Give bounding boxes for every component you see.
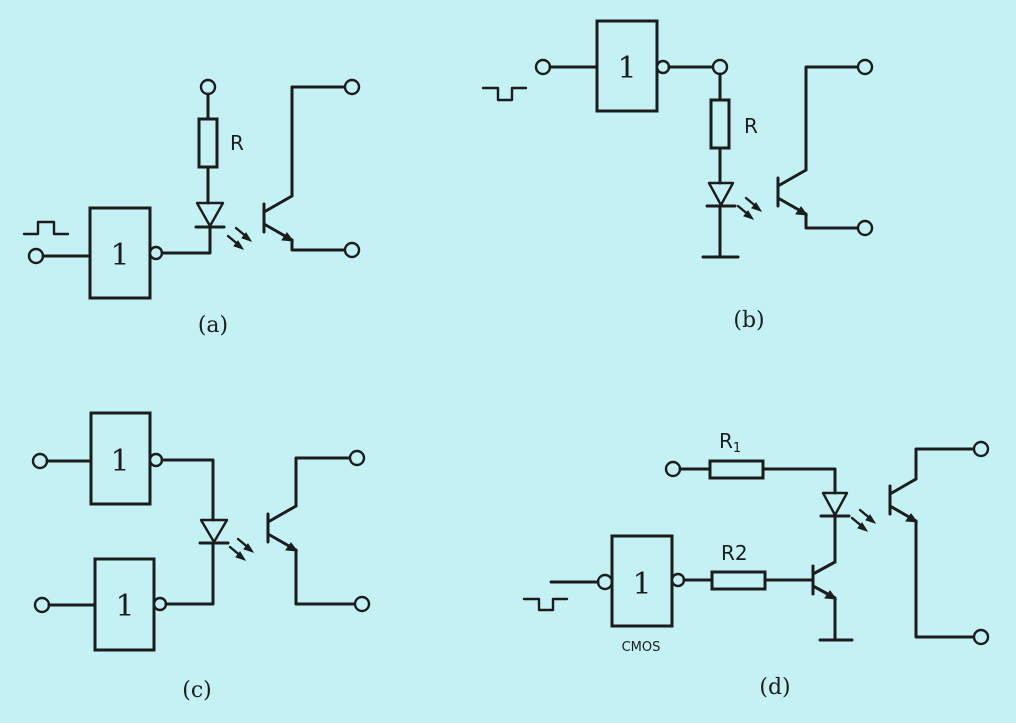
output-terminal-top (972, 440, 990, 458)
supply-terminal (199, 78, 217, 96)
light-arrows (228, 537, 255, 561)
supply-terminal (711, 58, 729, 76)
r1-led-wire (761, 467, 837, 495)
panel-d: R1 1 CMOS R2 (d) (522, 429, 990, 700)
light-arrows (850, 508, 877, 532)
emitter-wire (290, 238, 347, 252)
inverter-bubble (655, 59, 671, 75)
caption: (a) (198, 313, 228, 338)
collector-wire (290, 85, 347, 198)
gate-type-label: CMOS (622, 640, 661, 655)
r2-label: R2 (721, 541, 748, 565)
output-terminal-bottom (343, 241, 361, 259)
input-terminal (596, 573, 614, 591)
caption: (d) (759, 675, 790, 700)
resistor-r2 (710, 570, 767, 591)
output-terminal-top (343, 78, 361, 96)
output-terminal-bottom (972, 628, 990, 646)
caption: (b) (733, 308, 764, 333)
emitter-arrow (285, 542, 299, 552)
resistor-label: R (230, 131, 244, 155)
inverter-bubble (148, 245, 164, 261)
collector-wire (914, 447, 976, 481)
input-terminal-top (31, 452, 49, 470)
r1-label: R1 (719, 429, 741, 456)
input-terminal (27, 247, 45, 265)
panel-b: 1 R (b) (481, 19, 874, 333)
collector-wire (294, 456, 352, 508)
r1-terminal (664, 460, 682, 478)
inverter-bubble-bottom (152, 596, 168, 612)
input-terminal (534, 58, 552, 76)
top-gate-output-wire (160, 458, 215, 522)
led-triangle (707, 181, 735, 207)
input-terminal-bottom (33, 596, 51, 614)
led-triangle (821, 491, 849, 517)
emitter-wire (294, 548, 357, 606)
led-triangle (195, 201, 225, 228)
input-pulse-symbol (522, 597, 569, 612)
output-terminal-bottom (353, 595, 371, 613)
emitter-arrow (281, 232, 295, 242)
panel-c: 1 1 (c) (31, 411, 371, 703)
driver-transistor-collector (811, 560, 837, 576)
output-terminal-bottom (856, 219, 874, 237)
input-pulse-symbol (22, 220, 70, 236)
inverter-bubble-top (148, 452, 164, 468)
light-arrows (226, 226, 253, 250)
emitter-arrow (905, 513, 919, 523)
emitter-arrow (795, 206, 809, 216)
gate-label: 1 (110, 238, 129, 273)
emitter-wire (804, 212, 860, 230)
phototransistor-collector (888, 477, 918, 496)
resistor-r1 (708, 459, 765, 480)
collector-wire (804, 65, 860, 172)
gate-label: 1 (632, 567, 651, 602)
input-pulse-symbol (481, 86, 528, 102)
gate-label-top: 1 (110, 444, 129, 479)
panel-a: 1 R (a) (22, 78, 361, 338)
output-terminal-top (348, 449, 366, 467)
emitter-wire (914, 519, 976, 639)
light-arrows (736, 196, 763, 220)
bottom-gate-output-wire (164, 542, 215, 606)
led-triangle (199, 518, 229, 544)
inverter-bubble (670, 572, 686, 588)
driver-emitter-arrow (824, 590, 838, 600)
gate-label: 1 (617, 51, 636, 86)
caption: (c) (182, 678, 212, 703)
resistor (709, 98, 731, 150)
phototransistor-collector (776, 168, 808, 188)
phototransistor-collector (262, 194, 294, 214)
gate-output-wire (160, 226, 212, 255)
phototransistor-collector (266, 504, 298, 524)
resistor (197, 117, 219, 169)
gate-label-bottom: 1 (115, 589, 134, 624)
output-terminal-top (856, 58, 874, 76)
resistor-label: R (744, 114, 758, 138)
